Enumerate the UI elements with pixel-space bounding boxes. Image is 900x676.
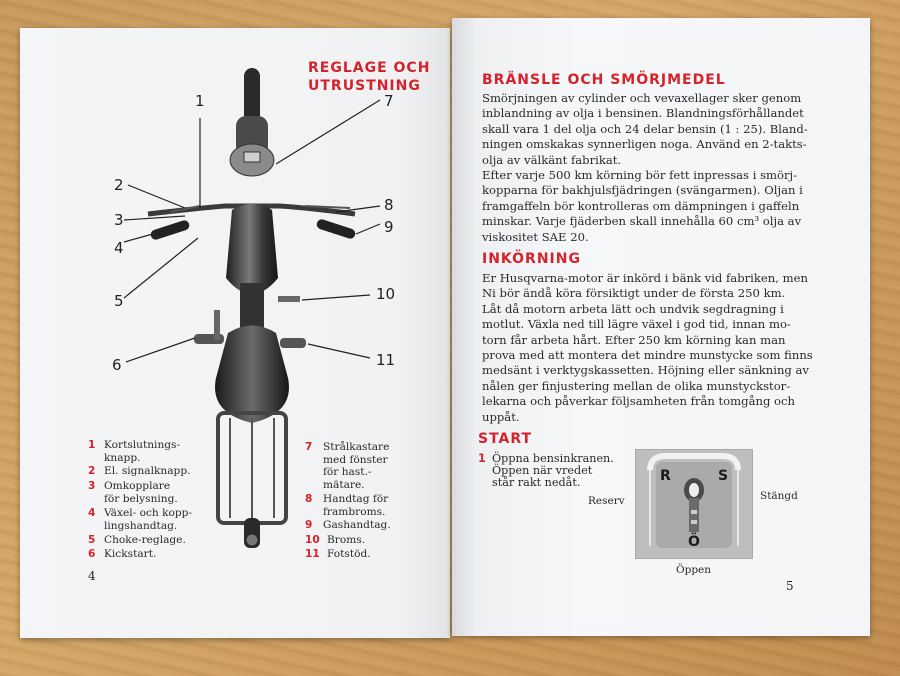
callout-2: 2 [114,176,124,194]
label-stangd: Stängd [760,490,798,502]
tap-label-s: S [718,468,729,484]
legend-item-10: 10 Broms. [305,534,366,546]
fuel-tap-image: R S Ö [635,449,753,559]
legend-item-2: 2 El. signalknapp. [88,465,191,477]
left-heading-line2: UTRUSTNING [308,78,421,94]
right-footrest [280,338,306,348]
legend-item-4: 4 Växel- och kopp-lingshandtag. [88,507,193,532]
brake-pedal [278,296,300,302]
legend-item-5: 5 Choke-reglage. [88,534,186,546]
callout-8: 8 [384,196,394,214]
section-heading-fuel: BRÄNSLE OCH SMÖRJMEDEL [482,72,726,88]
left-grip [150,220,190,240]
right-page-number: 5 [786,579,794,593]
kickstart-lever [214,310,220,340]
right-page: BRÄNSLE OCH SMÖRJMEDEL Smörjningen av cy… [452,18,870,636]
left-heading: REGLAGE OCH UTRUSTNING [308,59,430,95]
legend-item-11: 11 Fotstöd. [305,548,371,560]
section-fuel-body: Smörjningen av cylinder och vevaxellager… [482,91,808,244]
legend-item-9: 9 Gashandtag. [305,519,391,531]
callout-3: 3 [114,211,124,229]
callout-11: 11 [376,351,396,369]
callout-4: 4 [114,239,124,257]
callout-9: 9 [384,218,394,236]
section-heading-break-in: INKÖRNING [482,251,581,267]
right-grip [316,219,356,239]
callout-10: 10 [376,285,396,303]
label-oppen: Öppen [676,564,712,576]
tail-lamp [245,533,259,547]
front-tire [244,68,260,128]
callout-6: 6 [112,356,122,374]
left-heading-line1: REGLAGE OCH [308,60,431,76]
legend-item-1: 1 Kortslutnings-knapp. [88,439,181,464]
left-page-number: 4 [88,569,96,583]
speedometer-window [243,151,261,163]
brake-lever [304,205,351,209]
callout-lines [123,99,381,363]
callout-7: 7 [384,92,394,110]
fuel-tank [226,204,278,294]
clutch-lever [169,205,201,213]
tap-label-r: R [660,468,671,484]
motorcycle-top-view-illustration [123,68,381,548]
left-page: REGLAGE OCH UTRUSTNING [20,28,450,638]
label-reserv: Reserv [588,495,625,507]
callout-5: 5 [114,292,124,310]
section-heading-start: START [478,431,533,447]
section-break-in-body: Er Husqvarna-motor är inkörd i bänk vid … [482,271,813,424]
seat [215,325,289,423]
callout-1: 1 [195,92,205,110]
legend-item-6: 6 Kickstart. [88,548,157,560]
tap-label-o: Ö [688,534,700,550]
